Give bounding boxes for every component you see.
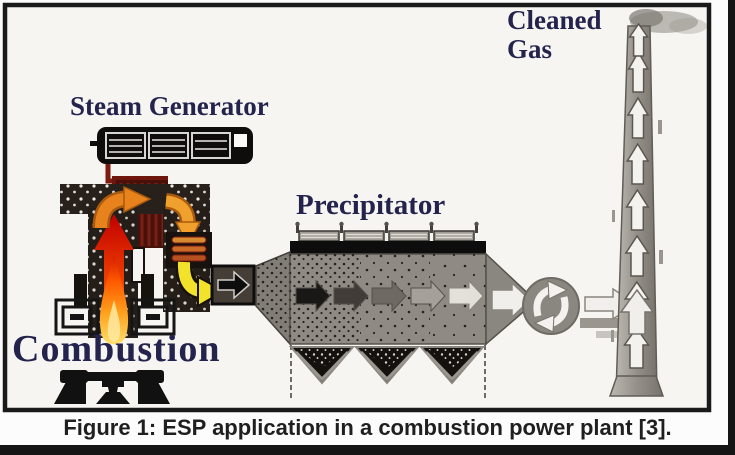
- precipitator: [255, 221, 538, 400]
- smoke-plume: [629, 9, 707, 34]
- turbine-generator-machine: [90, 127, 253, 164]
- boiler-side-structures: [54, 274, 176, 336]
- economizer-coil: [166, 232, 212, 268]
- induced-draft-fan: [522, 277, 580, 335]
- precipitator-rappers: [295, 221, 479, 242]
- combustion-label: Combustion: [12, 328, 221, 370]
- burner-flame: [99, 255, 129, 345]
- cleaned-gas-label: Cleaned Gas: [507, 5, 609, 65]
- page-edge-right: [728, 0, 735, 455]
- gas-flow-arrows: [295, 279, 484, 313]
- stack-entry-arrow: [619, 288, 655, 335]
- page-edge-bottom: [0, 445, 735, 455]
- precipitator-hoppers: [288, 345, 486, 400]
- steam-generator-label: Steam Generator: [70, 91, 269, 121]
- figure-caption: Figure 1: ESP application in a combustio…: [63, 415, 672, 440]
- hot-gas-arrow-top: [92, 185, 152, 229]
- inlet-duct-arrow: [210, 264, 256, 306]
- stack: [608, 9, 707, 397]
- precipitator-label: Precipitator: [296, 189, 446, 221]
- boiler: [54, 164, 227, 404]
- combustion-base: [54, 370, 170, 404]
